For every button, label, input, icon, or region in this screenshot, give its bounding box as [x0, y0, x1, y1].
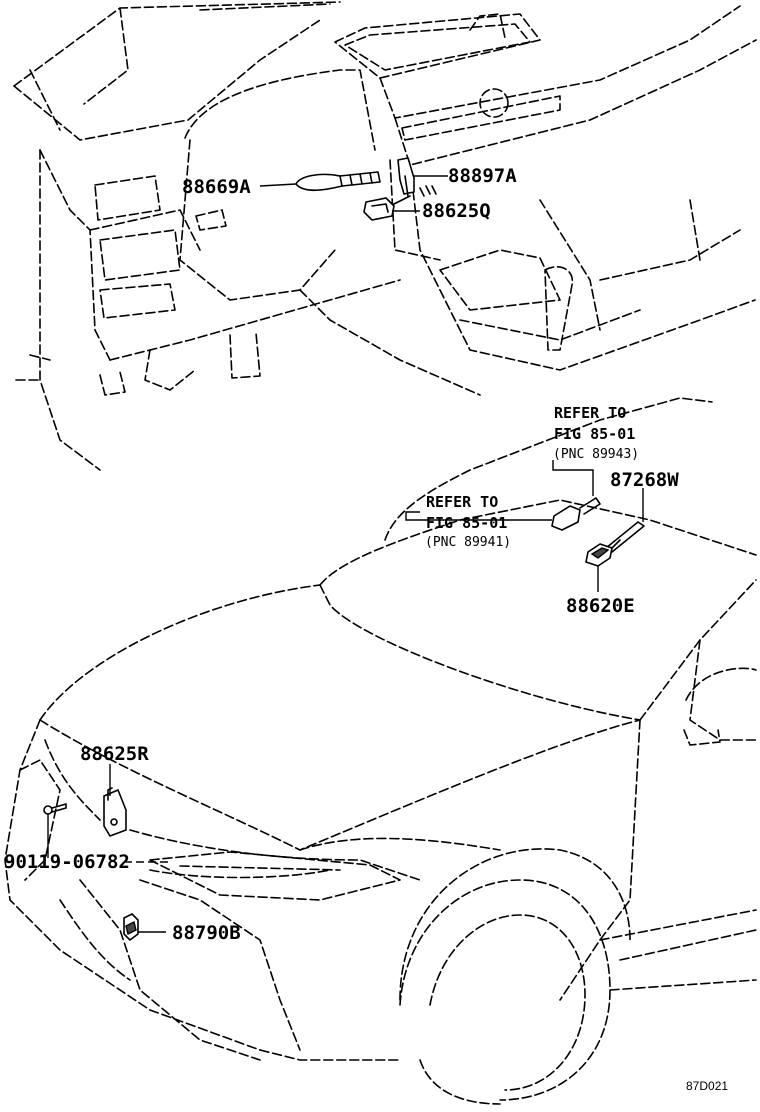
ref-89943-line2: FIG 85-01 [554, 425, 635, 443]
reference-89943: REFER TO FIG 85-01 (PNC 89943) [553, 404, 639, 462]
part-88625Q-connector[interactable] [363, 195, 411, 221]
label-87268W: 87268W [610, 469, 679, 491]
part-88669A-harness[interactable] [295, 171, 381, 192]
label-88620E: 88620E [566, 595, 635, 617]
label-88897A: 88897A [448, 165, 517, 187]
figure-code: 87D021 [686, 1079, 728, 1093]
part-88625R-bracket[interactable] [103, 787, 127, 837]
part-key-89941[interactable] [551, 497, 601, 531]
ref-89941-line2: FIG 85-01 [426, 514, 507, 532]
part-88790B-sensor[interactable] [123, 913, 139, 941]
label-88625Q: 88625Q [422, 200, 491, 222]
part-88620E-key-case[interactable] [585, 543, 613, 567]
leader-88669A [259, 183, 297, 187]
label-88790B: 88790B [172, 922, 241, 944]
label-90119-06782: 90119-06782 [4, 851, 130, 873]
car-exterior-drawing [4, 397, 757, 1105]
exterior-leaders [47, 460, 644, 933]
ref-89943-pnc: (PNC 89943) [553, 447, 639, 462]
label-88625R: 88625R [80, 743, 149, 765]
reference-89941: REFER TO FIG 85-01 (PNC 89941) [425, 493, 511, 550]
label-88669A: 88669A [182, 176, 251, 198]
dashboard-interior-drawing [13, 1, 757, 471]
ref-89941-line1: REFER TO [426, 493, 498, 511]
part-88897A-sensor[interactable] [397, 157, 437, 197]
ref-89941-pnc: (PNC 89941) [425, 535, 511, 550]
ref-89943-line1: REFER TO [554, 404, 626, 422]
